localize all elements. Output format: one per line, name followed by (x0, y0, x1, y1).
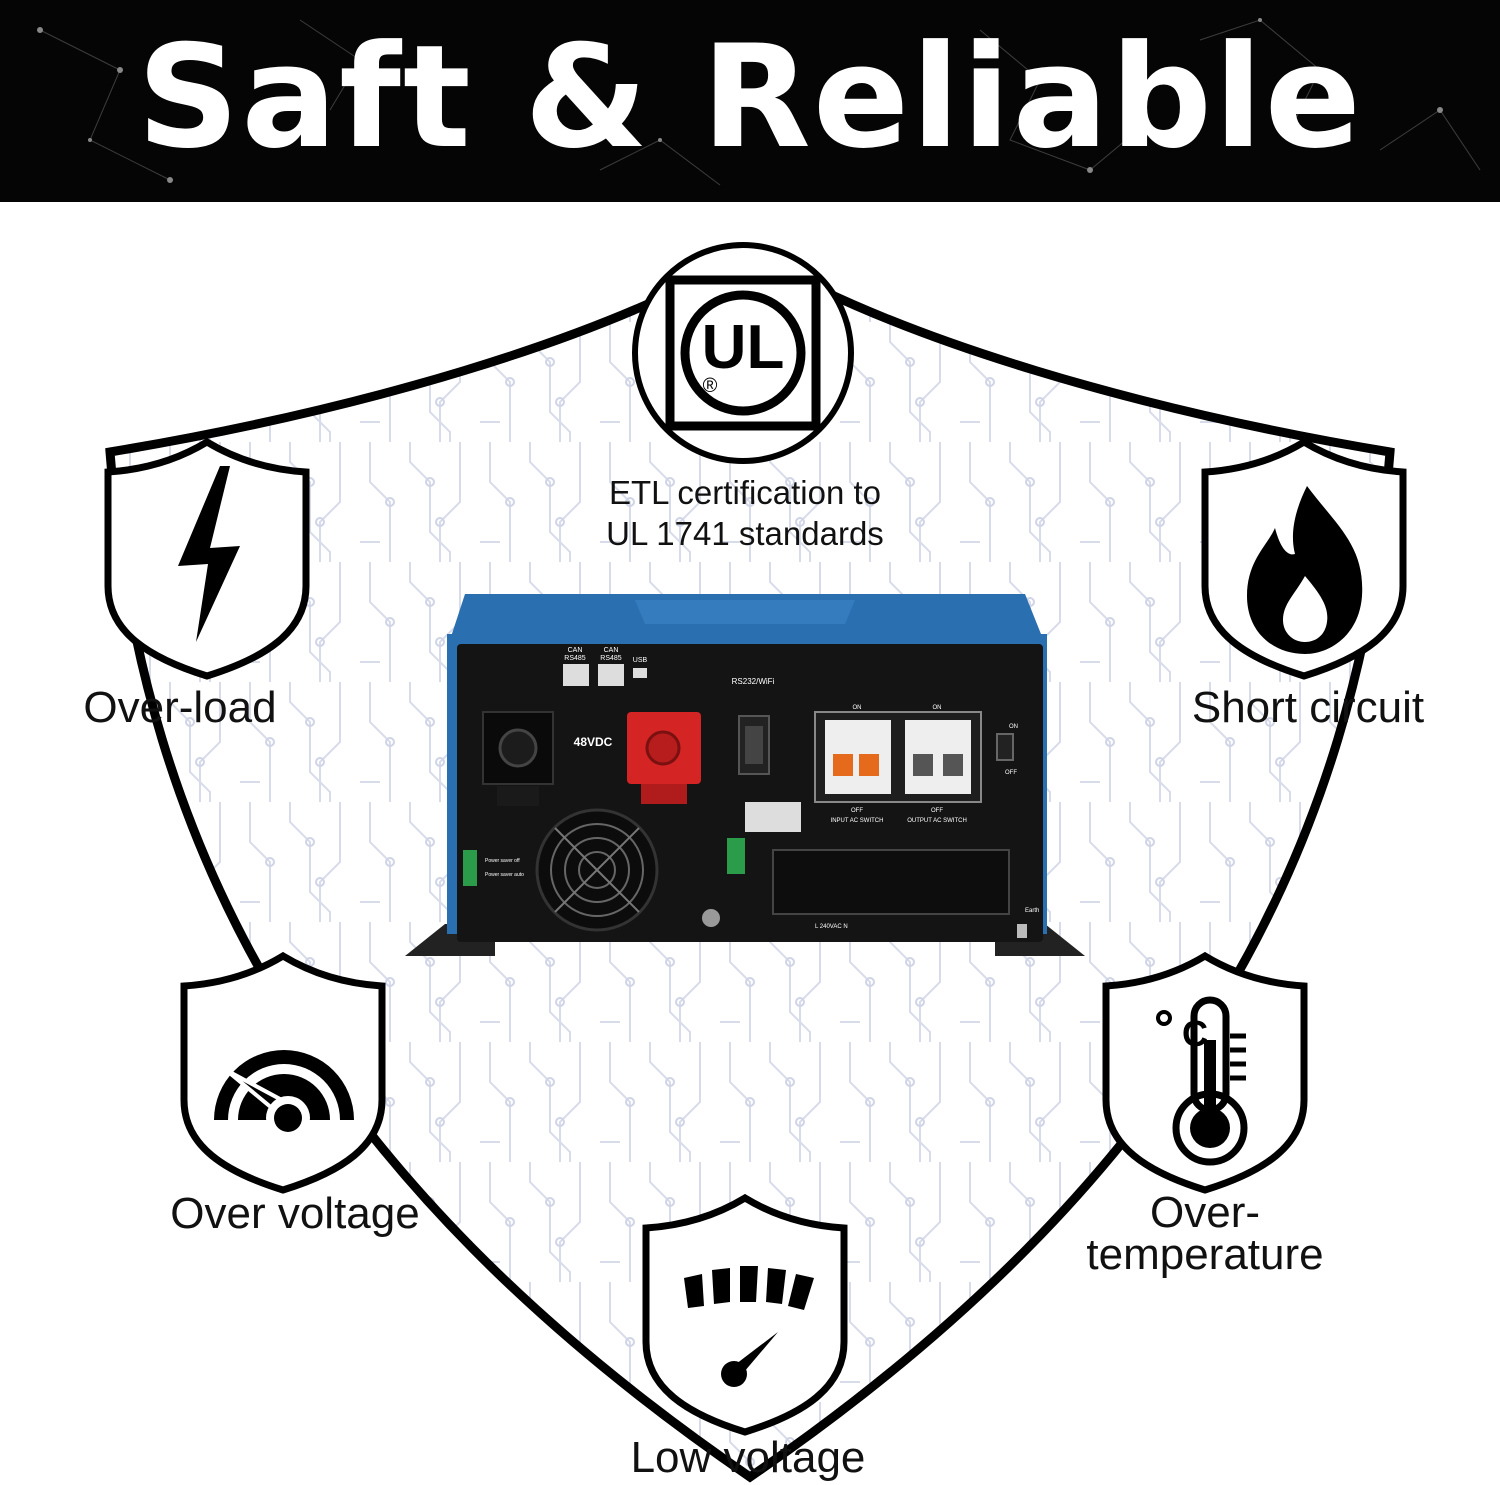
svg-text:CAN: CAN (568, 647, 583, 654)
svg-text:OFF: OFF (851, 808, 863, 814)
page-title: Saft & Reliable (137, 15, 1363, 180)
gauge-low-icon (684, 1266, 814, 1387)
svg-text:C: C (1182, 1013, 1208, 1054)
low-voltage-label: Low voltage (630, 1433, 866, 1482)
certification-line-2: UL 1741 standards (606, 515, 884, 552)
over-temperature-line-1: Over- (1150, 1188, 1260, 1237)
svg-text:ON: ON (933, 705, 942, 711)
svg-text:INPUT AC SWITCH: INPUT AC SWITCH (831, 818, 884, 824)
inverter-product-image: CAN RS485 CAN RS485 USB RS232/WiFi 48VDC… (405, 594, 1085, 956)
main-panel: UL ® ETL certification to UL 1741 standa… (0, 202, 1500, 1485)
thermometer-icon: C (1156, 996, 1248, 1166)
svg-text:OFF: OFF (1005, 770, 1017, 776)
svg-text:USB: USB (633, 657, 648, 664)
svg-text:OFF: OFF (931, 808, 943, 814)
svg-text:RS485: RS485 (564, 655, 586, 662)
over-voltage-badge (180, 951, 386, 1194)
overload-label: Over-load (83, 683, 277, 732)
ul-certification-badge: UL ® (632, 242, 854, 464)
svg-text:CAN: CAN (604, 647, 619, 654)
low-voltage-badge (642, 1193, 848, 1436)
certification-line-1: ETL certification to (608, 474, 882, 511)
over-temperature-badge: C (1102, 951, 1308, 1194)
header-banner: Saft & Reliable (0, 0, 1500, 202)
short-circuit-label: Short circuit (1191, 683, 1425, 732)
svg-text:OUTPUT AC SWITCH: OUTPUT AC SWITCH (907, 818, 967, 824)
constellation-background (37, 18, 1481, 186)
over-voltage-label: Over voltage (170, 1189, 420, 1238)
short-circuit-badge (1201, 437, 1407, 680)
flame-icon (1247, 486, 1363, 654)
svg-text:RS232/WiFi: RS232/WiFi (732, 677, 775, 686)
svg-text:Power saver off: Power saver off (485, 858, 520, 864)
svg-text:48VDC: 48VDC (574, 735, 613, 749)
overload-badge (104, 437, 310, 680)
svg-text:Power saver auto: Power saver auto (485, 872, 524, 878)
registered-mark: ® (703, 375, 718, 397)
svg-text:ON: ON (1009, 724, 1018, 730)
gauge-high-icon (214, 1050, 354, 1140)
lightning-bolt-icon (178, 466, 240, 642)
svg-text:Earth: Earth (1025, 908, 1039, 914)
svg-text:RS485: RS485 (600, 655, 622, 662)
over-temperature-line-2: temperature (1086, 1230, 1324, 1279)
over-temperature-label: Over- temperature (1060, 1188, 1350, 1279)
svg-text:ON: ON (853, 705, 862, 711)
svg-text:L 240VAC N: L 240VAC N (815, 924, 848, 930)
certification-caption: ETL certification to UL 1741 standards (540, 472, 950, 554)
ul-letters: UL (702, 313, 785, 382)
